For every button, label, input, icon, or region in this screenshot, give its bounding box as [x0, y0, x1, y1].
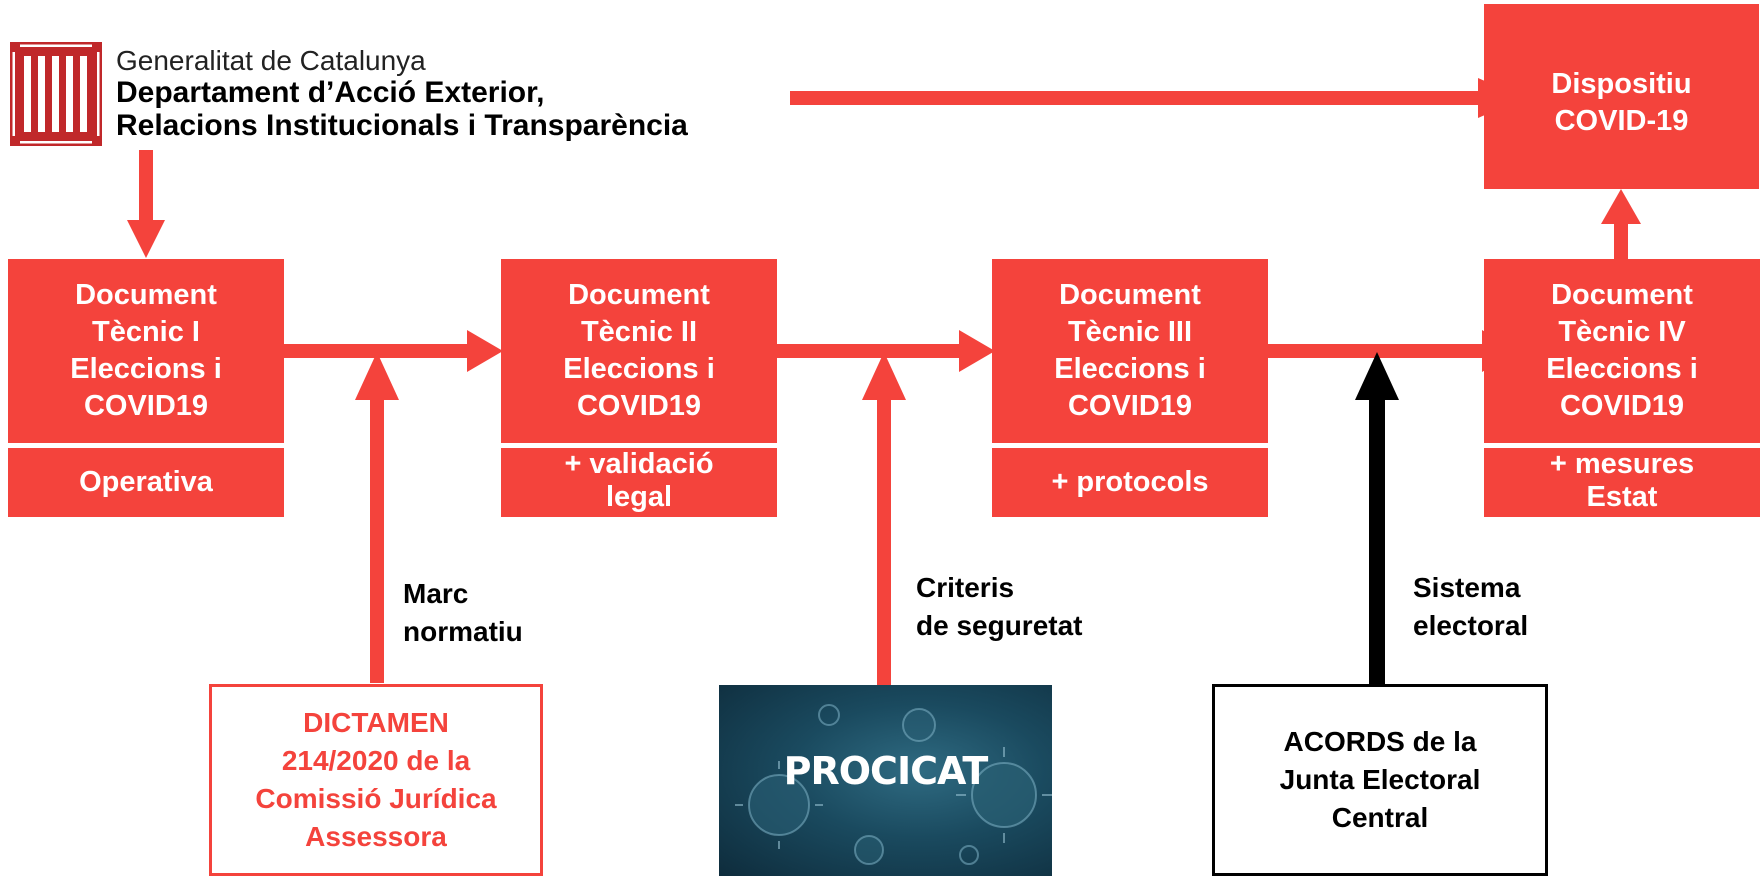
arrowhead-doc2: [467, 330, 503, 372]
document-1-subtitle: Operativa: [79, 466, 213, 498]
dictamen-text: DICTAMEN 214/2020 de la Comissió Jurídic…: [255, 707, 497, 852]
document-4-title-box: Document Tècnic IV Eleccions i COVID19: [1484, 259, 1760, 443]
arrow-procicat-up: [877, 395, 891, 685]
document-3-subtitle: + protocols: [1051, 466, 1209, 498]
document-2-title: Document Tècnic II Eleccions i COVID19: [563, 279, 715, 422]
dictamen-box: DICTAMEN 214/2020 de la Comissió Jurídic…: [209, 684, 543, 876]
arrow-header-to-dispositiu: [790, 91, 1480, 105]
dispositiu-label: Dispositiu COVID-19: [1551, 68, 1692, 137]
acords-text: ACORDS de la Junta Electoral Central: [1279, 726, 1481, 833]
arrow-doc2-to-doc3: [776, 344, 961, 358]
senyera-shield-icon: [9, 41, 103, 147]
arrowhead-doc1-top: [127, 220, 165, 258]
arrow-acords-up: [1369, 395, 1385, 684]
input-label-sistema-electoral: Sistema electoral: [1413, 572, 1529, 641]
org-name: Generalitat de Catalunya: [116, 45, 426, 76]
arrow-dictamen-up: [370, 395, 384, 683]
document-1-subtitle-box: Operativa: [8, 448, 284, 517]
header-text: Generalitat de Catalunya Departament d’A…: [116, 45, 688, 143]
document-1-title-box: Document Tècnic I Eleccions i COVID19: [8, 259, 284, 443]
arrow-doc3-to-doc4: [1268, 344, 1484, 358]
arrowhead-dictamen: [355, 352, 399, 400]
document-2-subtitle: + validació legal: [564, 448, 714, 513]
procicat-text: PROCICAT: [783, 748, 989, 793]
document-3-title-box: Document Tècnic III Eleccions i COVID19: [992, 259, 1268, 443]
dispositiu-box: Dispositiu COVID-19: [1484, 4, 1759, 189]
acords-box: ACORDS de la Junta Electoral Central: [1212, 684, 1548, 876]
document-3-title: Document Tècnic III Eleccions i COVID19: [1054, 279, 1206, 422]
document-2-subtitle-box: + validació legal: [501, 448, 777, 517]
arrowhead-procicat: [862, 352, 906, 400]
document-4-title: Document Tècnic IV Eleccions i COVID19: [1546, 279, 1698, 422]
document-2-title-box: Document Tècnic II Eleccions i COVID19: [501, 259, 777, 443]
generalitat-logo: [9, 41, 103, 147]
arrow-logo-to-doc1: [139, 150, 153, 222]
virus-background-icon: [735, 704, 1052, 865]
document-4-subtitle: + mesures Estat: [1549, 448, 1695, 513]
input-label-criteris-seguretat: Criteris de seguretat: [916, 572, 1083, 641]
arrow-doc4-to-dispositiu: [1614, 222, 1628, 260]
input-label-marc-normatiu: Marc normatiu: [403, 578, 523, 647]
arrowhead-doc3: [959, 330, 995, 372]
document-3-subtitle-box: + protocols: [992, 448, 1268, 517]
procicat-box: PROCICAT: [719, 685, 1052, 876]
dept-line-2: Relacions Institucionals i Transparència: [116, 109, 688, 142]
document-1-title: Document Tècnic I Eleccions i COVID19: [70, 279, 222, 422]
dept-line-1: Departament d’Acció Exterior,: [116, 76, 545, 109]
document-4-subtitle-box: + mesures Estat: [1484, 448, 1760, 517]
arrow-doc1-to-doc2: [284, 344, 469, 358]
arrowhead-dispositiu-bottom: [1601, 189, 1641, 224]
arrowhead-acords: [1355, 352, 1399, 400]
